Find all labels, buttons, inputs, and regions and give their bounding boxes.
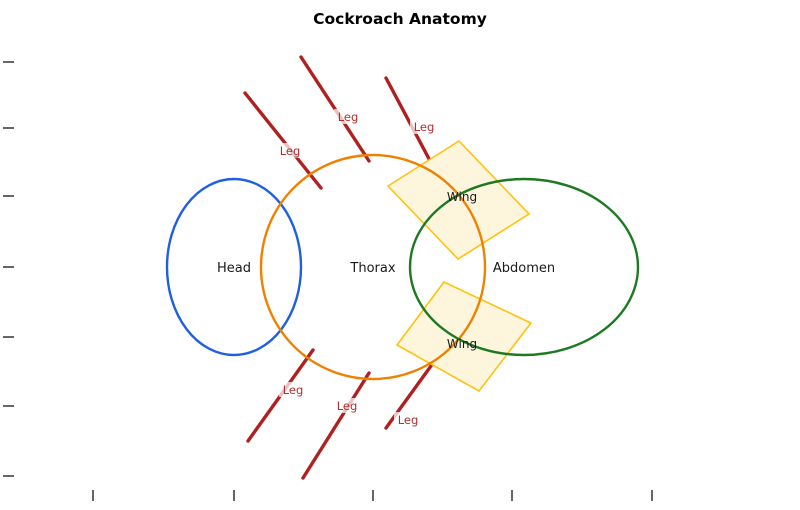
leg-label-background-0 (276, 143, 304, 158)
leg-label-background-4 (333, 398, 361, 413)
body-label-head: Head (217, 261, 251, 276)
leg-label-background-1 (334, 109, 362, 124)
x-axis-ticks (92, 490, 653, 501)
leg-label-4: Leg (337, 399, 358, 413)
leg-label-background-3 (279, 382, 307, 397)
leg-label-background-2 (410, 119, 438, 134)
leg-label-5: Leg (398, 413, 419, 427)
leg-label-2: Leg (414, 120, 435, 134)
wing-label-0: Wing (447, 190, 477, 204)
leg-label-0: Leg (280, 144, 301, 158)
leg-line-0 (243, 91, 323, 190)
body-outline-abdomen (408, 177, 640, 357)
body-label-abdomen: Abdomen (493, 261, 555, 276)
y-axis-ticks (3, 61, 14, 477)
leg-label-background-5 (394, 412, 422, 427)
wing-label-1: Wing (447, 337, 477, 351)
body-parts-group (165, 153, 640, 381)
chart-title: Cockroach Anatomy (313, 10, 487, 28)
body-outline-head (165, 177, 303, 357)
body-label-thorax: Thorax (349, 261, 395, 276)
leg-line-4 (301, 371, 371, 480)
leg-label-3: Leg (283, 383, 304, 397)
body-outline-thorax (259, 153, 487, 381)
leg-label-1: Leg (338, 110, 359, 124)
wing-shape-0 (386, 139, 531, 261)
